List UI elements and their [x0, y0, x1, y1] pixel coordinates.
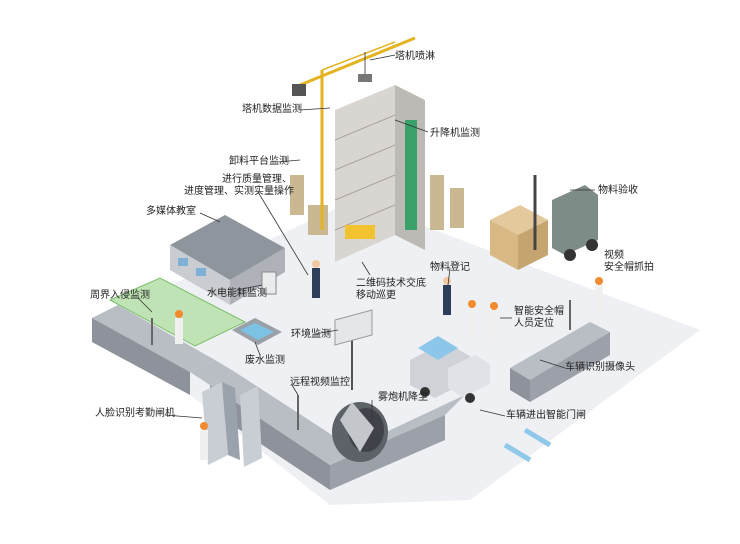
workers [175, 260, 603, 460]
label-material-register: 物料登记 [430, 262, 470, 273]
label-video-line2: 安全帽抓拍 [604, 262, 654, 273]
label-helmet-line2: 人员定位 [514, 318, 554, 329]
tower-crane [299, 36, 416, 230]
label-unloading-platform: 卸料平台监测 [229, 156, 289, 167]
label-qrcode: 二维码技术交底 移动巡更 [356, 278, 426, 302]
label-tower-crane-data: 塔机数据监测 [242, 104, 302, 115]
label-video-helmet: 视频 安全帽抓拍 [604, 250, 654, 274]
direction-arrows [503, 427, 552, 463]
label-remote-video: 远程视频监控 [290, 377, 350, 388]
bulldozer [345, 225, 375, 239]
label-perimeter-intrusion: 周界入侵监测 [90, 290, 150, 301]
main-building [334, 85, 425, 262]
label-material-acceptance: 物料验收 [598, 185, 638, 196]
label-sewage: 废水监测 [245, 355, 285, 366]
forklift [533, 175, 598, 261]
label-vehicle-camera: 车辆识别摄像头 [565, 362, 635, 373]
label-helmet-line1: 智能安全帽 [514, 306, 564, 317]
label-quality-line1: 进行质量管理、 [222, 174, 292, 185]
camera-pole-left [151, 300, 571, 430]
label-face-gate: 人脸识别考勤闸机 [95, 408, 175, 419]
fog-cannon [332, 402, 388, 462]
environment-monitor [334, 309, 373, 390]
label-fog-cannon: 雾炮机降尘 [378, 392, 428, 403]
hoist [405, 120, 417, 230]
label-qrcode-line1: 二维码技术交底 [356, 278, 426, 289]
label-vehicle-gate: 车辆进出智能门闸 [506, 410, 586, 421]
label-multimedia-classroom: 多媒体教室 [146, 206, 196, 217]
label-video-line1: 视频 [604, 250, 624, 261]
label-quality-management: 进行质量管理、 进度管理、实测实量操作 [184, 174, 294, 198]
classroom-building [170, 215, 285, 305]
label-water-power: 水电能耗监测 [207, 288, 267, 299]
leader-lines [137, 54, 595, 420]
label-hoist-monitor: 升降机监测 [430, 128, 480, 139]
face-gate [202, 382, 262, 467]
label-smart-helmet: 智能安全帽 人员定位 [514, 306, 564, 330]
label-quality-line2: 进度管理、实测实量操作 [184, 186, 294, 197]
label-environment: 环境监测 [291, 329, 331, 340]
meter-box [261, 271, 277, 295]
crane-counterweight [292, 84, 306, 96]
label-qrcode-line2: 移动巡更 [356, 290, 396, 301]
truck [410, 336, 490, 403]
label-tower-crane-spray: 塔机喷淋 [395, 51, 435, 62]
